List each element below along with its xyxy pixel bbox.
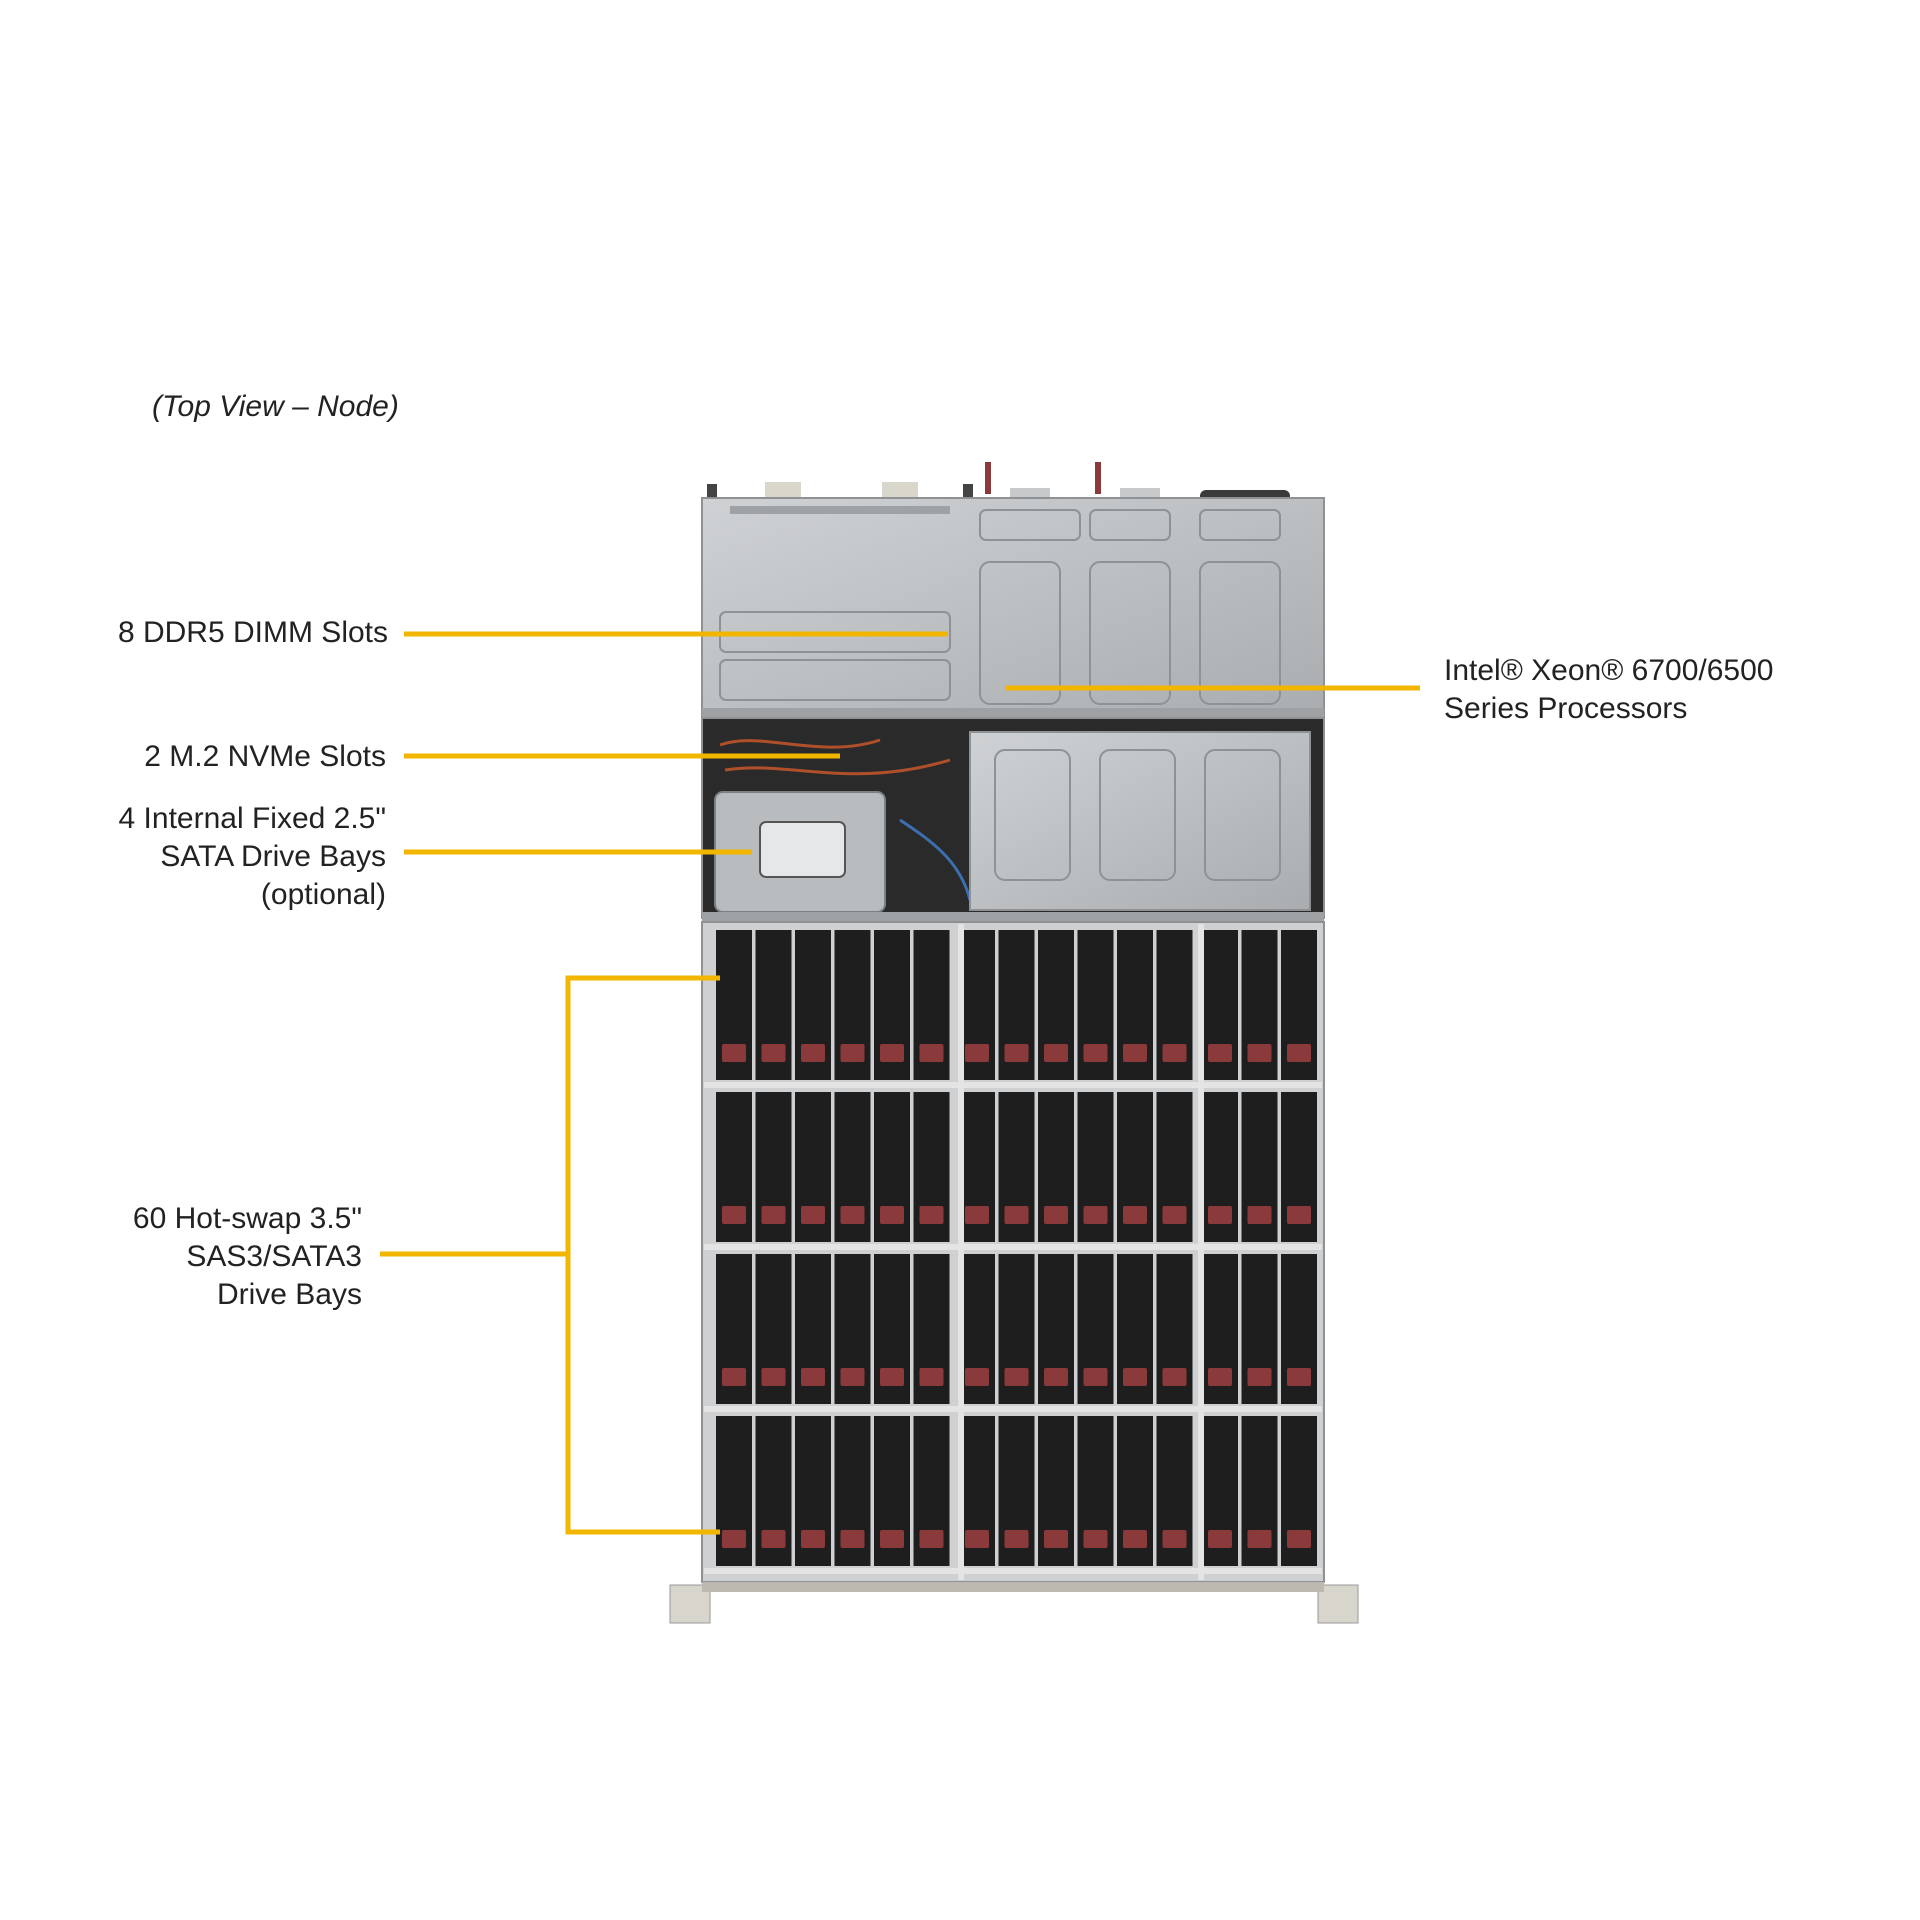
motherboard-cover bbox=[701, 497, 1325, 718]
drive-latch bbox=[1004, 1368, 1029, 1386]
drive-latch bbox=[1247, 1530, 1272, 1548]
internal-compartment bbox=[701, 717, 1325, 922]
drive-latch bbox=[1208, 1044, 1232, 1062]
drive-latch bbox=[965, 1044, 989, 1062]
drive-latch bbox=[722, 1044, 746, 1062]
callout-internal-line-2: SATA Drive Bays bbox=[160, 840, 386, 873]
callout-internal-bays: 4 Internal Fixed 2.5" SATA Drive Bays (o… bbox=[119, 800, 386, 914]
drive-latch bbox=[840, 1368, 865, 1386]
drive-latch bbox=[1287, 1368, 1311, 1386]
leader-hotswap-bracket bbox=[565, 975, 720, 1535]
drive-latch bbox=[880, 1368, 904, 1386]
group-divider bbox=[958, 924, 964, 1580]
drive-latch bbox=[801, 1206, 825, 1224]
drive-latch bbox=[1083, 1530, 1108, 1548]
group-divider bbox=[1198, 924, 1204, 1580]
drive-latch bbox=[1083, 1368, 1108, 1386]
drive-latch bbox=[880, 1206, 904, 1224]
front-handles bbox=[669, 1582, 1359, 1624]
drive-latch bbox=[1208, 1368, 1232, 1386]
drive-latch bbox=[919, 1530, 944, 1548]
drive-latch bbox=[840, 1206, 865, 1224]
drive-latch bbox=[801, 1044, 825, 1062]
callout-hotswap-line-2: SAS3/SATA3 bbox=[186, 1240, 362, 1273]
drive-latch bbox=[1123, 1530, 1147, 1548]
row-divider bbox=[704, 1082, 1322, 1088]
drive-latch bbox=[1162, 1044, 1187, 1062]
drive-latch bbox=[1044, 1530, 1068, 1548]
drive-latch bbox=[1123, 1206, 1147, 1224]
drive-latch bbox=[965, 1368, 989, 1386]
drive-latch bbox=[761, 1044, 786, 1062]
drive-latch bbox=[1247, 1368, 1272, 1386]
drive-latch bbox=[801, 1530, 825, 1548]
air-shroud bbox=[969, 731, 1311, 911]
drive-latch bbox=[965, 1530, 989, 1548]
drive-latch bbox=[919, 1206, 944, 1224]
row-divider bbox=[704, 1406, 1322, 1412]
drive-latch bbox=[880, 1530, 904, 1548]
callout-internal-line-1: 4 Internal Fixed 2.5" bbox=[118, 802, 386, 835]
callout-hotswap-bays: 60 Hot-swap 3.5" SAS3/SATA3 Drive Bays bbox=[133, 1200, 362, 1314]
drive-latch bbox=[761, 1368, 786, 1386]
drive-latch bbox=[1004, 1206, 1029, 1224]
callout-hotswap-line-3: Drive Bays bbox=[216, 1278, 362, 1311]
drive-latch bbox=[1162, 1206, 1187, 1224]
drive-latch bbox=[1208, 1206, 1232, 1224]
callout-cpu: Intel® Xeon® 6700/6500 Series Processors bbox=[1444, 652, 1773, 728]
row-divider bbox=[704, 1244, 1322, 1250]
drive-latch bbox=[1123, 1044, 1147, 1062]
drive-latch bbox=[722, 1368, 746, 1386]
drive-latch bbox=[1287, 1206, 1311, 1224]
drive-latch bbox=[1287, 1530, 1311, 1548]
drive-latch bbox=[1004, 1044, 1029, 1062]
callout-cpu-line-2: Series Processors bbox=[1444, 692, 1688, 725]
drive-latch bbox=[880, 1044, 904, 1062]
drive-latch bbox=[1083, 1044, 1108, 1062]
drive-latch bbox=[761, 1206, 786, 1224]
drive-latch bbox=[965, 1206, 989, 1224]
drive-latch bbox=[1208, 1530, 1232, 1548]
drive-latch bbox=[801, 1368, 825, 1386]
drive-latch bbox=[1247, 1044, 1272, 1062]
callout-hotswap-line-1: 60 Hot-swap 3.5" bbox=[132, 1202, 362, 1235]
drive-latch bbox=[1287, 1044, 1311, 1062]
callout-dimm-slots: 8 DDR5 DIMM Slots bbox=[118, 614, 388, 652]
callout-dimm-line-1: 8 DDR5 DIMM Slots bbox=[117, 616, 388, 649]
hotswap-drive-area bbox=[701, 921, 1325, 1583]
drive-latch bbox=[1044, 1044, 1068, 1062]
drive-latch bbox=[919, 1044, 944, 1062]
drive-latch bbox=[840, 1044, 865, 1062]
callout-internal-line-3: (optional) bbox=[260, 878, 386, 911]
drive-latch bbox=[1123, 1368, 1147, 1386]
leader-lines bbox=[380, 631, 1420, 1535]
drive-latch bbox=[1247, 1206, 1272, 1224]
view-caption: (Top View – Node) bbox=[152, 390, 399, 423]
drive-latch bbox=[840, 1530, 865, 1548]
rear-connectors bbox=[707, 462, 1290, 502]
row-divider bbox=[704, 1568, 1322, 1574]
drive-latch bbox=[722, 1206, 746, 1224]
drive-latch bbox=[1044, 1206, 1068, 1224]
drive-latch bbox=[1162, 1530, 1187, 1548]
callout-m2-line-1: 2 M.2 NVMe Slots bbox=[144, 740, 386, 773]
drive-latch bbox=[1162, 1368, 1187, 1386]
callout-m2-slots: 2 M.2 NVMe Slots bbox=[144, 738, 386, 776]
drive-latch bbox=[1083, 1206, 1108, 1224]
drive-latch bbox=[919, 1368, 944, 1386]
callout-cpu-line-1: Intel® Xeon® 6700/6500 bbox=[1444, 654, 1774, 687]
drive-latch bbox=[1044, 1368, 1068, 1386]
drive-latch bbox=[722, 1530, 746, 1548]
drive-latch bbox=[1004, 1530, 1029, 1548]
drive-latch bbox=[761, 1530, 786, 1548]
